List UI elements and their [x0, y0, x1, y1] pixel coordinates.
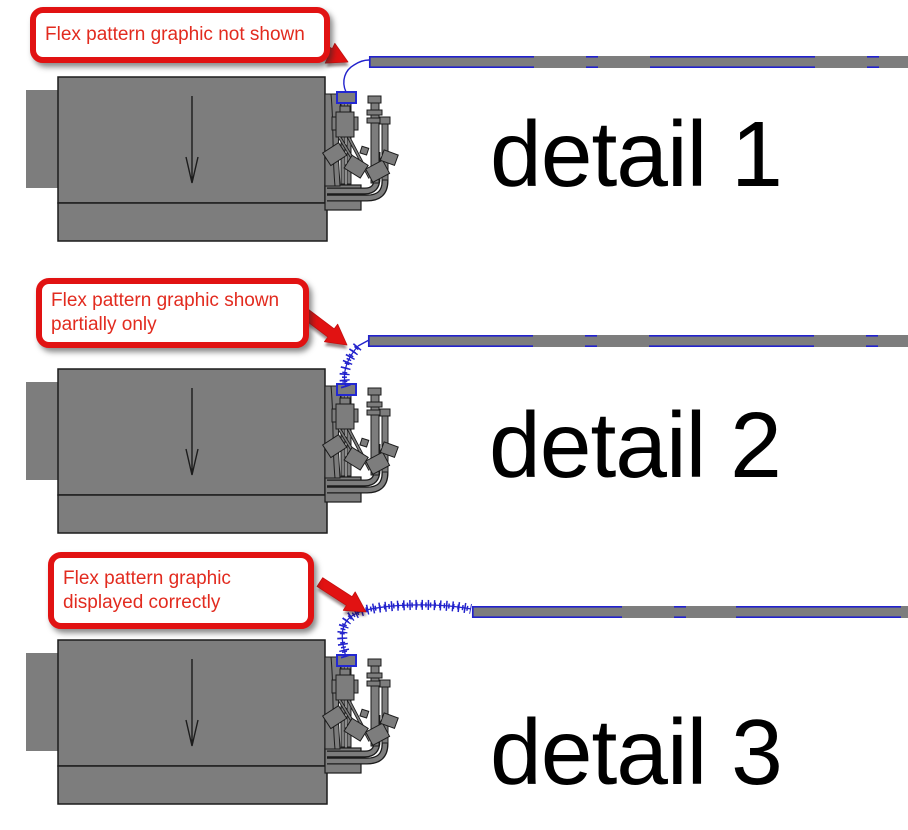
callout-text-line: partially only — [51, 314, 157, 335]
flex-pattern-partial-coil — [339, 339, 370, 389]
pipe-bar-highlight-dashes — [471, 605, 908, 619]
callout-flex-not-shown: Flex pattern graphic not shown — [30, 7, 330, 63]
pipe-run-bar-detail-3 — [471, 605, 908, 619]
pipe-bar — [369, 56, 908, 68]
detail-2-label: detail 2 — [489, 393, 782, 497]
callout-text-line: Flex pattern graphic shown — [51, 290, 280, 311]
callout-arrow-detail-3 — [312, 573, 374, 625]
machine-drawing-detail-2 — [26, 369, 398, 533]
flex-pattern-full-coil — [337, 599, 472, 659]
detail-1-label: detail 1 — [490, 102, 783, 206]
callout-text-line: displayed correctly — [63, 591, 221, 613]
callout-text-line: Flex pattern graphic — [63, 567, 231, 589]
pipe-bar-highlight-dashes — [367, 334, 908, 348]
callout-flex-partial: Flex pattern graphic shown partially onl… — [36, 278, 309, 348]
pipe-run-bar-detail-2 — [367, 334, 908, 348]
pipe-run-bar-detail-1 — [368, 55, 908, 69]
callout-text-line: Flex pattern graphic not shown — [45, 24, 305, 45]
machine-drawing-detail-1 — [26, 77, 398, 241]
detail-3-label: detail 3 — [490, 700, 783, 804]
pipe-bar-highlight-dashes — [368, 55, 908, 69]
pipe-bar — [472, 606, 908, 618]
machine-drawing-detail-3 — [26, 640, 398, 804]
pipe-bar — [368, 335, 908, 347]
flex-pattern-hidden-curve — [343, 59, 370, 93]
callout-flex-correct: Flex pattern graphic displayed correctly — [48, 552, 314, 629]
